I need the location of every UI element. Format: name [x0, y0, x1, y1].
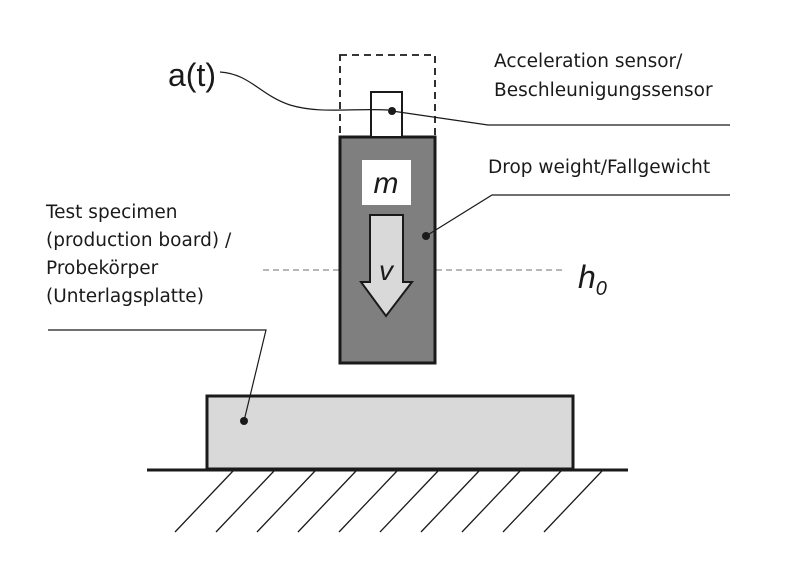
drop-weight-label: Drop weight/Fallgewicht [488, 157, 710, 178]
sensor-label-line2: Beschleunigungssensor [494, 80, 713, 101]
height-symbol: h0 [578, 259, 607, 300]
leader-line-sensor [391, 110, 730, 126]
leader-line-drop-weight [425, 194, 730, 237]
mass-label-box [362, 160, 411, 205]
mass-symbol: m [374, 167, 399, 200]
velocity-symbol: v [379, 255, 395, 286]
height-symbol-main: h [578, 259, 596, 295]
acceleration-symbol: a(t) [168, 57, 216, 93]
sensor-anchor-dot [388, 107, 396, 115]
drop-weight-anchor-dot [422, 232, 430, 240]
specimen-label-line3: Probekörper [46, 258, 159, 279]
velocity-arrow [359, 214, 415, 318]
specimen-label-line4: (Unterlagsplatte) [46, 286, 204, 307]
sensor-label-line1: Acceleration sensor/ [494, 51, 683, 72]
height-symbol-subscript: 0 [596, 278, 607, 300]
leader-line-acceleration [219, 71, 389, 111]
specimen-label-line1: Test specimen [45, 202, 178, 223]
acceleration-sensor [370, 91, 403, 138]
specimen-anchor-dot [240, 417, 248, 425]
ground-hatching [174, 470, 603, 533]
test-specimen [205, 394, 575, 471]
sensor-housing-outline [339, 54, 436, 138]
specimen-label-line2: (production board) / [46, 230, 232, 251]
leader-line-specimen [48, 329, 267, 422]
